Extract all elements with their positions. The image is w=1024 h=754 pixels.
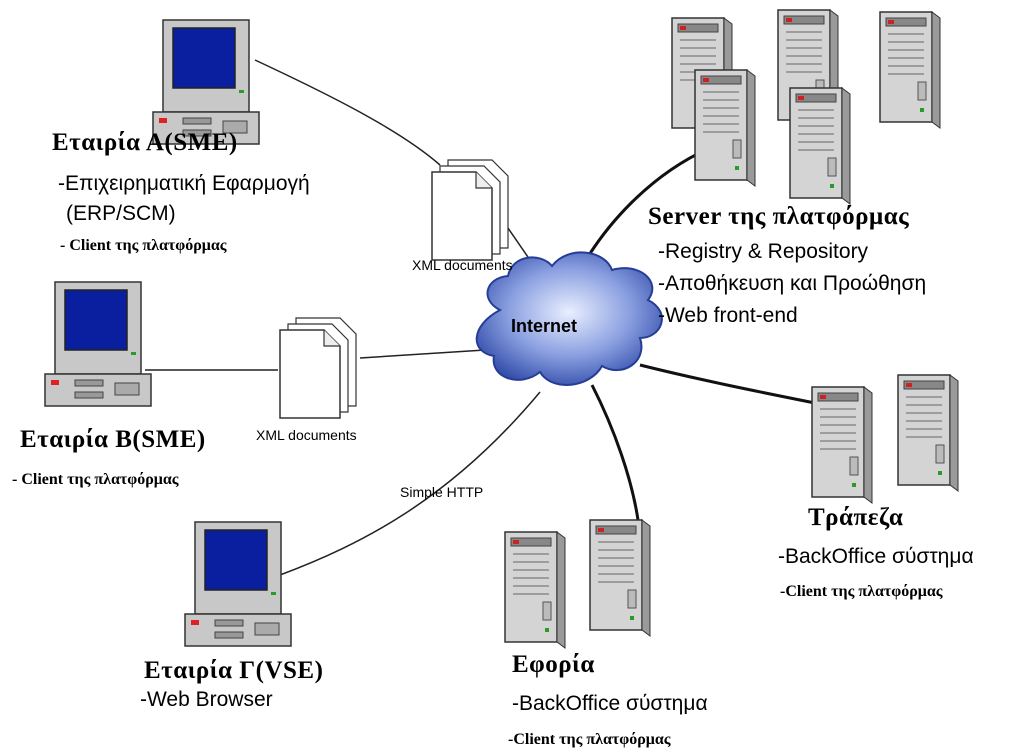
server-icon (589, 519, 651, 637)
xml-documents-b: XML documents (256, 317, 357, 443)
company-a-line-2: (ERP/SCM) (66, 202, 176, 225)
bank-title: Τράπεζα (808, 504, 903, 531)
xml-b-label: XML documents (256, 427, 357, 443)
server-node: Server της πλατφόρμας -Registry & Reposi… (648, 9, 941, 327)
bank-line-1: -BackOffice σύστημα (778, 545, 974, 568)
server-icon (694, 69, 756, 187)
company-a-client: - Client της πλατφόρμας (60, 237, 227, 254)
simple-http-label: Simple HTTP (400, 484, 483, 500)
company-c-title: Εταιρία Γ(VSE) (144, 657, 323, 684)
company-a-line-1: -Επιχειρηματική Εφαρμογή (58, 172, 310, 195)
server-icon (897, 374, 959, 492)
bank-client: -Client της πλατφόρμας (780, 583, 943, 600)
tax-office-title: Εφορία (512, 651, 595, 678)
xml-a-label: XML documents (412, 257, 513, 273)
link-tax (590, 384, 640, 521)
documents-icon (279, 317, 357, 419)
tax-office-client: -Client της πλατφόρμας (508, 731, 671, 748)
server-line-3: -Web front-end (658, 304, 798, 327)
internet-cloud: Internet (475, 251, 663, 386)
company-a-node: Εταιρία Α(SME) -Επιχειρηματική Εφαρμογή … (52, 19, 310, 254)
link-bank (639, 363, 816, 405)
server-icon (789, 87, 851, 205)
company-b-title: Εταιρία Β(SME) (20, 426, 206, 453)
company-c-node: Εταιρία Γ(VSE) -Web Browser (140, 521, 323, 711)
tax-office-line-1: -BackOffice σύστημα (512, 692, 708, 715)
server-line-2: -Αποθήκευση και Προώθηση (658, 272, 926, 295)
computer-icon (184, 521, 292, 647)
bank-node: Τράπεζα -BackOffice σύστημα -Client της … (778, 374, 974, 600)
xml-documents-a: XML documents (412, 159, 513, 273)
server-icon (879, 11, 941, 129)
server-title: Server της πλατφόρμας (648, 203, 909, 230)
company-b-client: - Client της πλατφόρμας (12, 471, 179, 488)
company-c-line-1: -Web Browser (140, 688, 273, 711)
computer-icon (44, 281, 152, 407)
company-a-title: Εταιρία Α(SME) (52, 129, 238, 156)
tax-office-node: Εφορία -BackOffice σύστημα -Client της π… (504, 519, 708, 748)
link-company-b (145, 349, 486, 371)
server-line-1: -Registry & Repository (658, 240, 869, 263)
company-b-node: Εταιρία Β(SME) - Client της πλατφόρμας (12, 281, 206, 488)
server-icon (504, 531, 566, 649)
link-company-c (279, 391, 541, 576)
internet-label: Internet (511, 316, 577, 336)
server-icon (811, 386, 873, 504)
computer-icon (152, 19, 260, 145)
documents-icon (431, 159, 509, 261)
